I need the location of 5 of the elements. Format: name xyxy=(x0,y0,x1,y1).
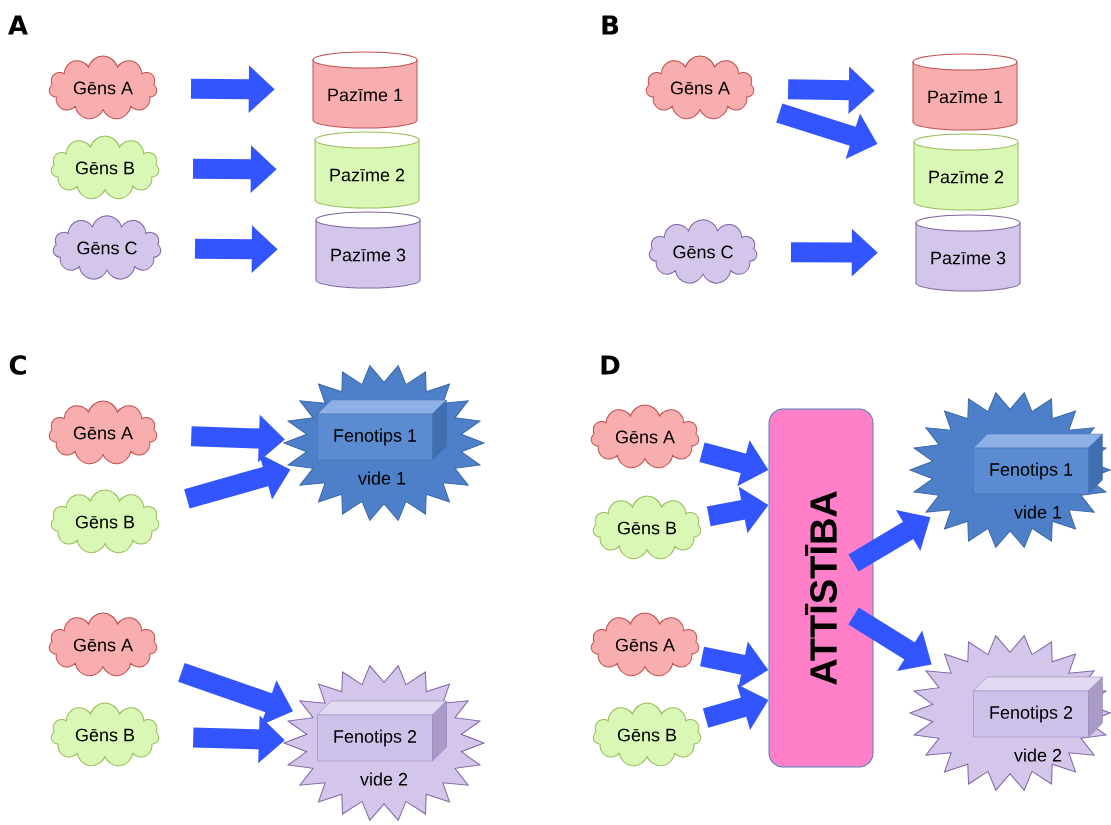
panel-label: D xyxy=(601,355,620,375)
panel-label: B xyxy=(602,15,619,35)
panel-label: A xyxy=(8,15,28,35)
panel-label: C xyxy=(9,355,26,375)
rounded-bar: ATTĪSTĪBA xyxy=(768,408,874,768)
